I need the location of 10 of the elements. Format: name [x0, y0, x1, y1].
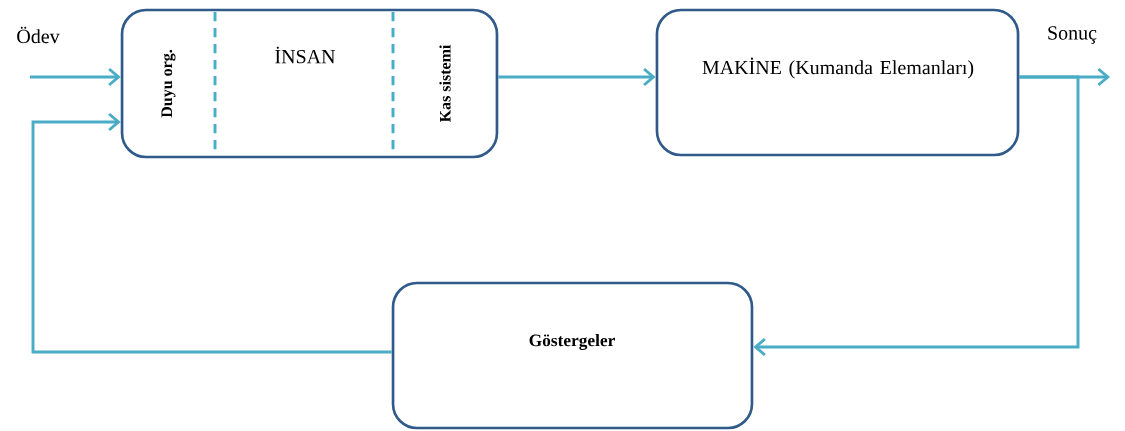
- text-label: Ödev: [17, 26, 60, 44]
- arrow: [31, 112, 392, 354]
- section-label: Duyu org.: [161, 49, 176, 118]
- arrow: [753, 75, 1080, 357]
- text-label: Sonuç: [1048, 26, 1097, 44]
- process-box: Göstergeler: [391, 281, 754, 430]
- section-label: Kas sistemi: [439, 44, 451, 123]
- arrow: [498, 67, 656, 87]
- process-box: MAKİNE (Kumanda Elemanları): [655, 8, 1020, 157]
- arrow: [30, 67, 121, 87]
